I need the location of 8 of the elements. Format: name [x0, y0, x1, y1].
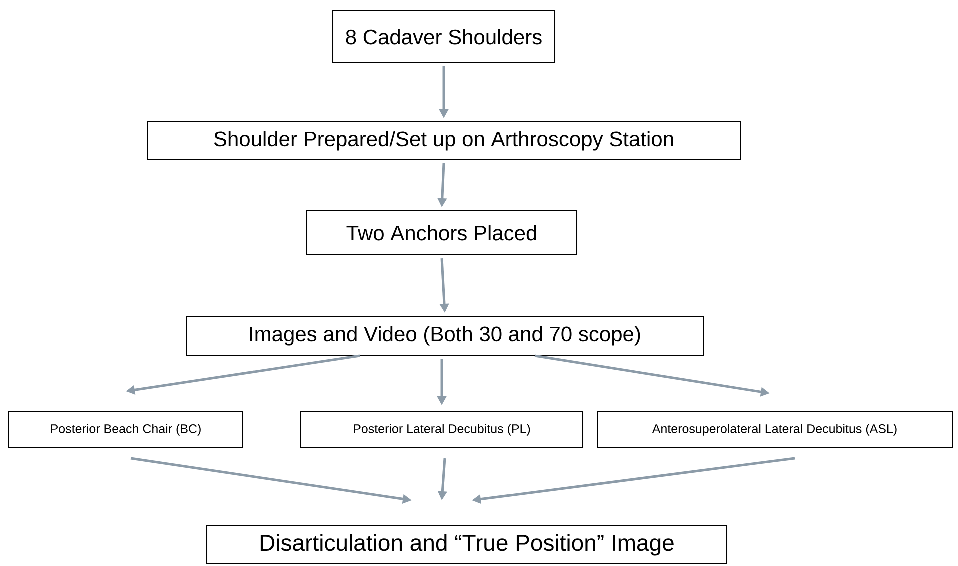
- process-box: Shoulder Prepared/Set up on Arthroscopy Station: [147, 122, 741, 160]
- process-box: Images and Video (Both 30 and 70 scope): [186, 316, 704, 356]
- process-box: Posterior Lateral Decubitus (PL): [300, 412, 584, 448]
- process-box: Disarticulation and “True Position” Image: [206, 526, 728, 564]
- process-box: 8 Cadaver Shoulders: [332, 10, 556, 64]
- process-box: Anterosuperolateral Lateral Decubitus (ASL): [597, 412, 953, 448]
- process-box: Two Anchors Placed: [306, 210, 578, 256]
- process-box: Posterior Beach Chair (BC): [8, 412, 244, 448]
